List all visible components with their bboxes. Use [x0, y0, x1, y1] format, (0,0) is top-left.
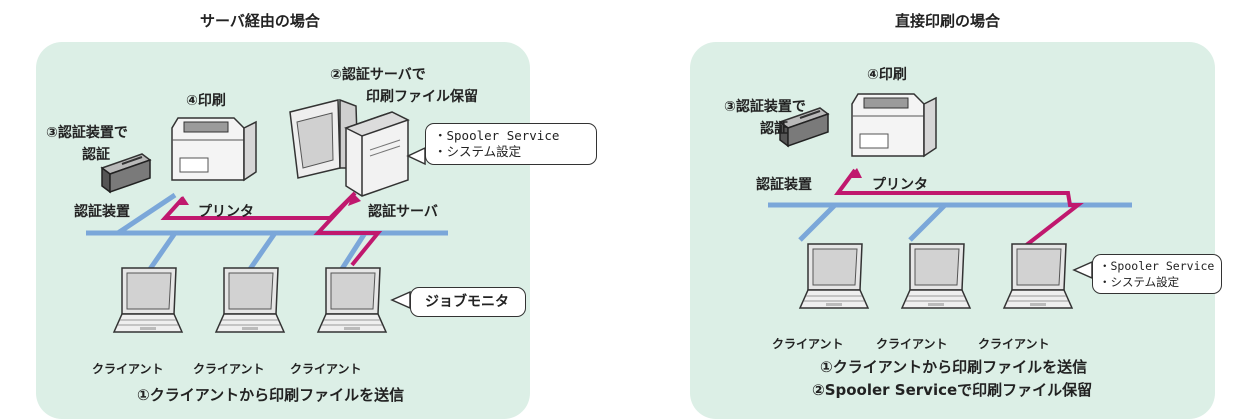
right-laptop-2-icon: [901, 243, 971, 309]
right-step3-line2: 認証: [760, 121, 788, 137]
left-step2-line2: 印刷ファイル保留: [366, 89, 478, 105]
left-step3-line2: 認証: [82, 147, 110, 163]
right-bubble-line1: ・Spooler Service: [1099, 259, 1215, 273]
left-client-label-2: クライアント: [193, 362, 265, 376]
auth-server-icon: [289, 98, 410, 197]
right-bubble-line2: ・システム設定: [1099, 275, 1180, 289]
right-step3-line1: ③認証装置で: [724, 99, 806, 115]
job-monitor-label: ジョブモニタ: [425, 294, 509, 310]
right-laptop-1-icon: [799, 243, 869, 309]
left-auth-device-label: 認証装置: [74, 204, 130, 220]
left-printer-label: プリンタ: [198, 204, 254, 220]
right-print-path: [834, 168, 1084, 252]
left-client-label-3: クライアント: [290, 362, 362, 376]
right-laptop-3-icon: [1003, 243, 1073, 309]
left-network-lines: [86, 192, 448, 274]
left-laptop-2-icon: [215, 267, 285, 333]
left-auth-server-label: 認証サーバ: [368, 204, 438, 220]
right-panel-background: [690, 42, 1215, 419]
left-bubble-line1: ・Spooler Service: [434, 128, 560, 143]
left-step1-label: ①クライアントから印刷ファイルを送信: [137, 386, 405, 404]
left-step3-line1: ③認証装置で: [46, 125, 128, 141]
right-client-label-1: クライアント: [772, 337, 844, 351]
right-client-bubble: ・Spooler Service ・システム設定: [1092, 254, 1222, 294]
right-step1-label: ①クライアントから印刷ファイルを送信: [820, 358, 1088, 376]
left-panel-title: サーバ経由の場合: [200, 12, 320, 30]
right-client-label-3: クライアント: [978, 337, 1050, 351]
right-printer-icon: [851, 93, 937, 157]
left-print-path: [160, 191, 383, 267]
right-step2-label: ②Spooler Serviceで印刷ファイル保留: [812, 381, 1093, 399]
left-laptop-1-icon: [113, 267, 183, 333]
right-panel-title: 直接印刷の場合: [895, 12, 1001, 30]
right-print-arrow: [848, 168, 862, 178]
right-step4-label: ④印刷: [867, 67, 907, 83]
job-monitor-bubble: ジョブモニタ: [410, 287, 526, 317]
left-printer-icon: [171, 117, 257, 181]
left-laptop-3-icon: [317, 267, 387, 333]
left-client-label-1: クライアント: [92, 362, 164, 376]
left-step2-line1: ②認証サーバで: [330, 67, 426, 83]
right-auth-device-label: 認証装置: [756, 177, 812, 193]
left-print-arrow: [348, 193, 361, 206]
left-server-arrow: [175, 196, 189, 205]
right-network-lines: [768, 202, 1132, 242]
left-bubble-line2: ・システム設定: [434, 144, 522, 159]
right-printer-label: プリンタ: [872, 177, 928, 193]
right-client-label-2: クライアント: [876, 337, 948, 351]
left-step4-label: ④印刷: [186, 93, 226, 109]
left-server-bubble: ・Spooler Service ・システム設定: [425, 123, 597, 165]
